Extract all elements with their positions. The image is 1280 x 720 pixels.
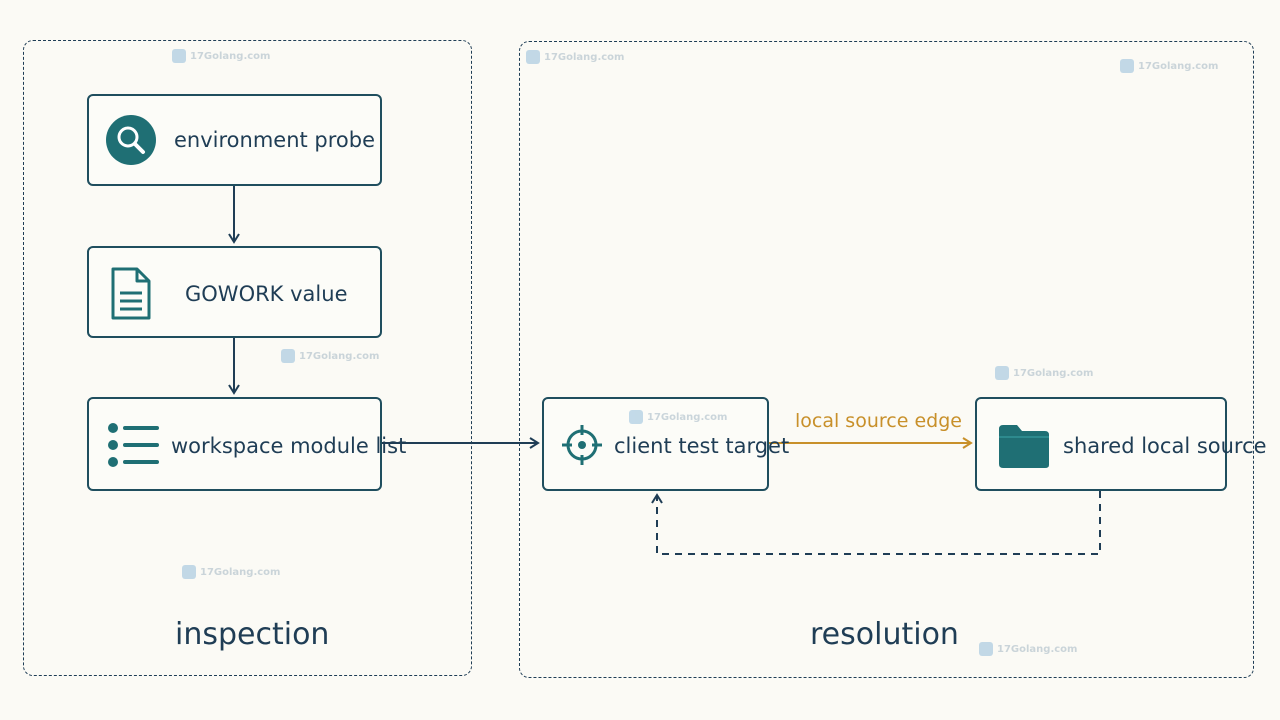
shared-local-source-node: shared local source — [975, 397, 1267, 491]
watermark: 17Golang.com — [629, 410, 727, 424]
watermark-logo-icon — [182, 565, 196, 579]
watermark-logo-icon — [995, 366, 1009, 380]
workspace-module-list-label: workspace module list — [171, 434, 407, 458]
local-source-edge-label: local source edge — [795, 410, 962, 432]
watermark: 17Golang.com — [1120, 59, 1218, 73]
resolution-panel-title: resolution — [810, 617, 959, 652]
resolution-panel — [519, 41, 1254, 678]
watermark: 17Golang.com — [281, 349, 379, 363]
watermark: 17Golang.com — [526, 50, 624, 64]
watermark-logo-icon — [979, 642, 993, 656]
target-icon — [562, 425, 602, 465]
watermark: 17Golang.com — [172, 49, 270, 63]
inspection-panel — [23, 40, 472, 676]
watermark-logo-icon — [281, 349, 295, 363]
folder-icon — [999, 425, 1049, 468]
environment-probe-node: environment probe — [87, 94, 382, 186]
client-test-target-label: client test target — [614, 434, 790, 458]
environment-probe-label: environment probe — [174, 128, 376, 152]
workspace-module-list-node: workspace module list — [87, 397, 406, 491]
watermark-logo-icon — [526, 50, 540, 64]
watermark-logo-icon — [1120, 59, 1134, 73]
watermark-logo-icon — [629, 410, 643, 424]
watermark: 17Golang.com — [995, 366, 1093, 380]
gowork-value-node: GOWORK value — [87, 246, 382, 338]
watermark: 17Golang.com — [979, 642, 1077, 656]
document-icon — [111, 267, 151, 320]
client-test-target-node: client test target — [542, 397, 789, 491]
list-icon — [108, 423, 159, 467]
gowork-value-label: GOWORK value — [185, 282, 348, 306]
shared-local-source-label: shared local source — [1063, 434, 1267, 458]
watermark: 17Golang.com — [182, 565, 280, 579]
magnifier-icon — [106, 115, 156, 165]
watermark-logo-icon — [172, 49, 186, 63]
edge-shared-to-client-dashed — [651, 491, 1101, 555]
inspection-panel-title: inspection — [175, 617, 330, 652]
